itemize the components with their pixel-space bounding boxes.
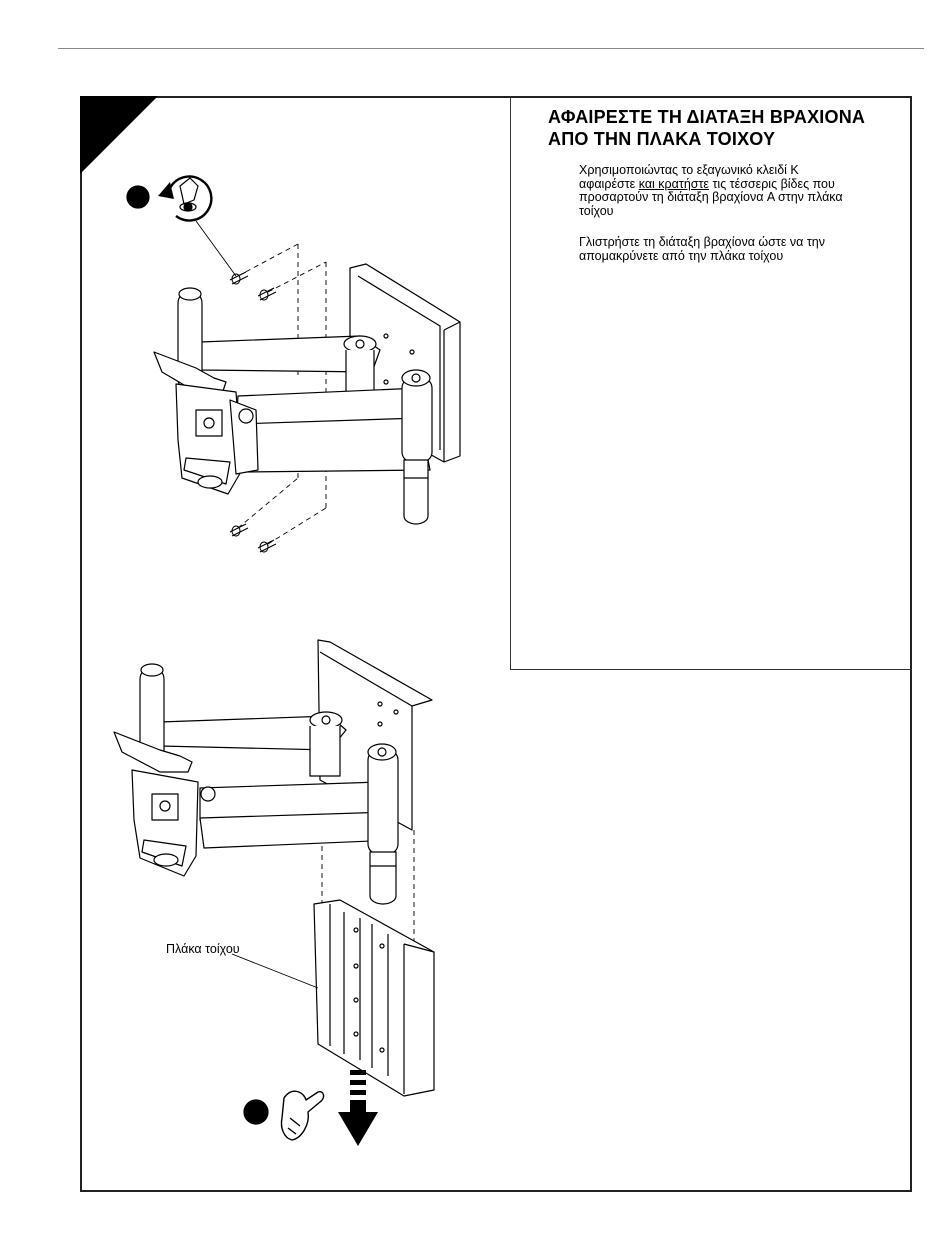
wall-plate-rail [314, 900, 434, 1096]
hex-key-rotate-icon [158, 177, 211, 221]
header-rule [58, 48, 924, 49]
assembly-illustration [82, 98, 910, 1190]
wall-plate-callout: Πλάκα τοίχου [166, 942, 240, 956]
step-marker-icon [244, 1100, 268, 1124]
hand-icon [281, 1091, 323, 1140]
step-marker-icon [127, 186, 149, 208]
slide-down-arrow-icon [338, 1070, 378, 1146]
